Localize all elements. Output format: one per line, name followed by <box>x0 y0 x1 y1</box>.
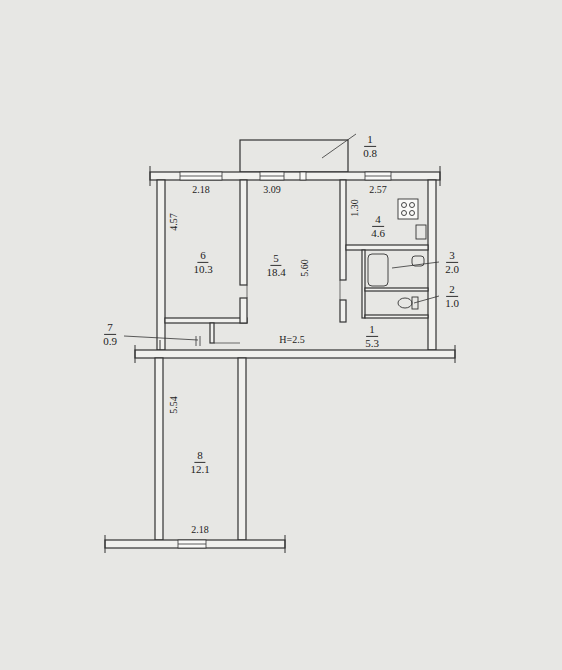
outer-wall <box>105 540 285 548</box>
room-number: 4 <box>372 213 384 227</box>
room-label: 518.4 <box>266 252 285 278</box>
dimension-label: 5.54 <box>169 396 179 414</box>
dimension-label: 1.30 <box>350 199 360 217</box>
ceiling-height: H=2.5 <box>279 335 304 345</box>
room-area: 10.3 <box>193 263 212 275</box>
room-number: 8 <box>194 449 206 463</box>
leader-line <box>414 296 439 303</box>
room-label: 10.8 <box>363 133 377 159</box>
outer-wall <box>157 180 165 350</box>
toilet-symbol <box>398 298 412 308</box>
dimension-label: 5.60 <box>300 259 310 277</box>
partition <box>165 318 247 323</box>
room-label: 610.3 <box>193 249 212 275</box>
outer-wall <box>150 172 440 180</box>
main-wall <box>135 350 455 358</box>
outer-wall <box>428 180 436 350</box>
room-area: 0.9 <box>103 335 117 347</box>
room-label: 70.9 <box>103 321 117 347</box>
room-number: 5 <box>270 252 282 266</box>
leader-line <box>124 336 198 340</box>
bathtub-symbol <box>368 254 388 286</box>
stove-symbol <box>398 199 418 219</box>
room-area: 12.1 <box>190 463 209 475</box>
room-number: 7 <box>104 321 116 335</box>
dimension-label: 2.18 <box>192 185 210 195</box>
room-area: 0.8 <box>363 147 377 159</box>
room-area: 4.6 <box>371 227 385 239</box>
room-area: 5.3 <box>365 337 379 349</box>
dimension-label: 2.57 <box>369 185 387 195</box>
leader-line <box>322 134 356 158</box>
dimension-label: 3.09 <box>263 185 281 195</box>
partition <box>240 180 247 285</box>
dimension-label: 2.18 <box>191 525 209 535</box>
room-area: 18.4 <box>266 266 285 278</box>
partition <box>340 300 346 322</box>
room-number: 1 <box>364 133 376 147</box>
room-number: 3 <box>446 249 458 263</box>
partition <box>365 315 428 318</box>
partition <box>362 250 365 318</box>
balcony-outline <box>240 140 348 172</box>
room-number: 6 <box>197 249 209 263</box>
room-label: 21.0 <box>445 283 459 309</box>
room-area: 2.0 <box>445 263 459 275</box>
sink-symbol <box>416 225 426 239</box>
wall <box>155 358 163 540</box>
dimension-label: 4.57 <box>169 213 179 231</box>
room-area: 1.0 <box>445 297 459 309</box>
partition <box>340 180 346 280</box>
room-label: 44.6 <box>371 213 385 239</box>
partition <box>365 288 428 291</box>
room-label: 32.0 <box>445 249 459 275</box>
partition <box>210 323 214 343</box>
room-number: 2 <box>446 283 458 297</box>
partition <box>240 298 247 323</box>
room-label: 812.1 <box>190 449 209 475</box>
wall <box>238 358 246 540</box>
leader-line <box>392 262 439 268</box>
partition <box>346 245 428 250</box>
room-label: 15.3 <box>365 323 379 349</box>
room-number: 1 <box>366 323 378 337</box>
